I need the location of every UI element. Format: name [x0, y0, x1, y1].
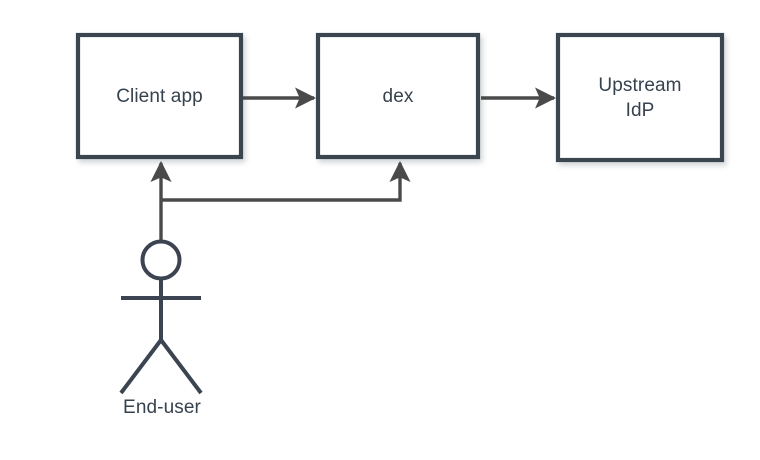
- node-box-client-app[interactable]: [75, 32, 244, 160]
- actor-leg-right-icon: [159, 338, 203, 395]
- node-box-upstream-idp[interactable]: [555, 32, 725, 163]
- actor-end-user[interactable]: [119, 239, 203, 395]
- edge-end-user-to-dex: [161, 160, 411, 202]
- actor-head-icon: [140, 239, 182, 281]
- node-box-dex[interactable]: [315, 32, 481, 160]
- actor-leg-left-icon: [119, 338, 163, 395]
